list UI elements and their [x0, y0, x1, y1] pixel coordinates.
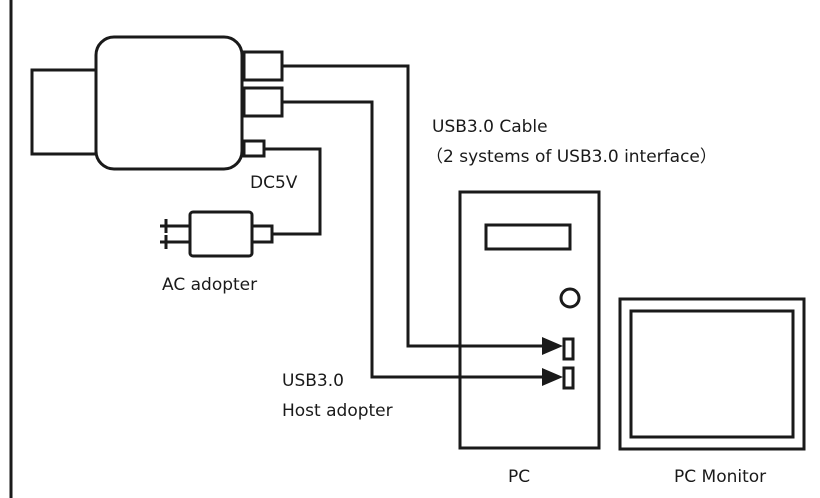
host-adopter-label-line2: Host adopter [282, 401, 393, 421]
dc-cable [264, 147, 322, 236]
ac-adopter-cord-stub [252, 224, 274, 244]
camera-lens [30, 68, 98, 156]
arrow-head-1 [542, 337, 563, 355]
ac-adopter-body [188, 210, 254, 258]
usb-cable-2 [282, 100, 552, 379]
pc-tower [458, 190, 601, 450]
pc-usb-port-2 [562, 366, 575, 390]
host-adopter-label-line1: USB3.0 [282, 371, 344, 391]
monitor-screen [629, 309, 795, 439]
pc-drive-bay [484, 223, 572, 251]
pc-monitor-device [618, 297, 806, 451]
camera-device [30, 35, 284, 171]
camera-usb-port-2 [242, 86, 284, 118]
camera-dc-port [242, 139, 266, 158]
pc-label: PC [508, 467, 531, 487]
pc-power-button [559, 287, 581, 309]
arrow-head-2 [542, 368, 563, 386]
pc-case [458, 190, 601, 450]
camera-body [94, 35, 244, 171]
pc-monitor-label: PC Monitor [674, 467, 767, 487]
ac-adopter-device [160, 210, 274, 258]
pc-usb-port-1 [562, 337, 575, 361]
usb-cable-1 [282, 64, 552, 348]
usb-cable-sublabel: （2 systems of USB3.0 interface） [426, 147, 717, 167]
dc5v-label: DC5V [250, 173, 298, 193]
ac-adopter-label: AC adopter [162, 275, 258, 295]
usb-cable-label: USB3.0 Cable [432, 117, 548, 137]
camera-usb-port-1 [242, 50, 284, 82]
monitor-frame [618, 297, 806, 451]
